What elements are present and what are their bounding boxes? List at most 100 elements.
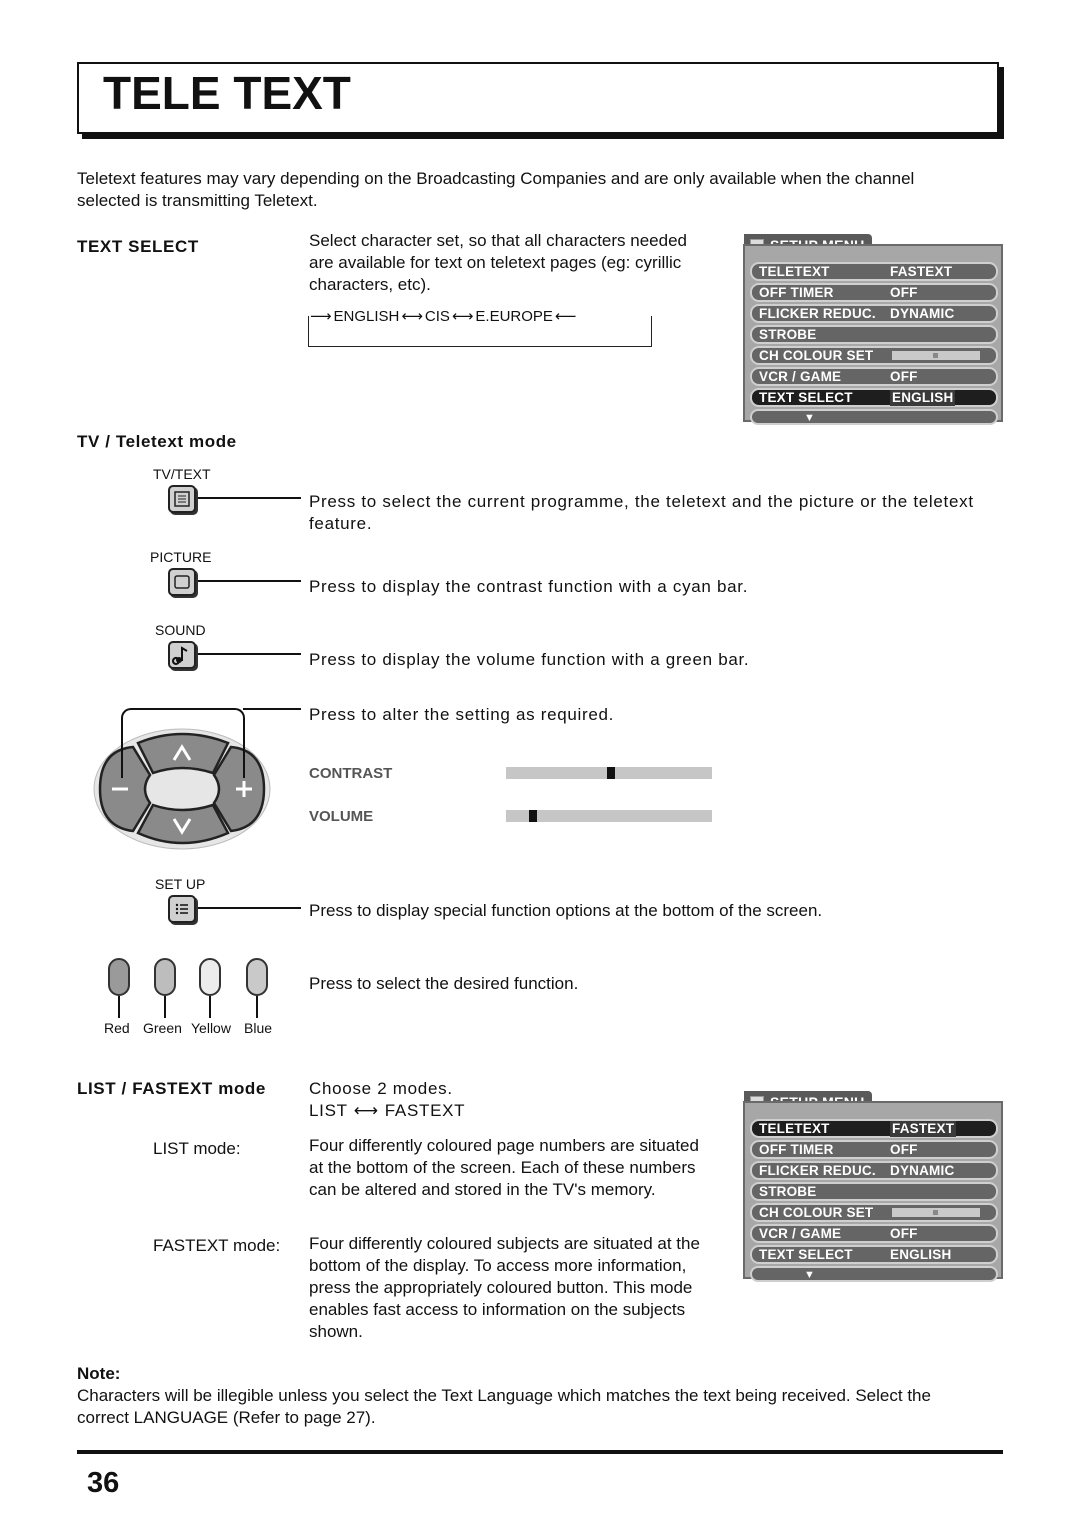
setup-label: SET UP xyxy=(155,876,206,892)
leader-line xyxy=(164,996,166,1018)
title-box xyxy=(77,62,999,134)
green-label: Green xyxy=(143,1020,182,1036)
down-arrow-icon: ▼ xyxy=(804,1269,816,1281)
menu-row[interactable]: FLICKER REDUC.DYNAMIC xyxy=(750,304,998,323)
yellow-button[interactable] xyxy=(199,958,221,996)
fastext-desc-1: Four differently coloured subjects are s… xyxy=(309,1234,700,1253)
page-number: 36 xyxy=(87,1467,120,1499)
menu-row[interactable]: CH COLOUR SET xyxy=(750,1203,998,1222)
leader-line xyxy=(256,996,258,1018)
flow-cis: CIS xyxy=(424,307,450,325)
choose-text: Choose 2 modes. xyxy=(309,1079,453,1098)
language-flow: ⟶ ENGLISH ⟷ CIS ⟷ E.EUROPE ⟵ xyxy=(308,307,652,325)
leader-line xyxy=(198,497,301,499)
text-select-heading: TEXT SELECT xyxy=(77,237,199,256)
tvtext-desc-1: Press to select the current programme, t… xyxy=(309,492,974,511)
red-button[interactable] xyxy=(108,958,130,996)
red-label: Red xyxy=(104,1020,130,1036)
contrast-label: CONTRAST xyxy=(309,765,393,782)
arrow-both-icon: ⟷ xyxy=(353,1101,379,1121)
list-mode-label: LIST mode: xyxy=(153,1139,241,1158)
picture-button-icon[interactable] xyxy=(168,568,196,596)
setup-desc: Press to display special function option… xyxy=(309,901,823,920)
flow-list: LIST xyxy=(309,1101,348,1120)
flow-english: ENGLISH xyxy=(333,307,400,325)
colour-bar xyxy=(892,1208,980,1217)
tvtext-label: TV/TEXT xyxy=(153,466,211,482)
menu-row[interactable]: STROBE xyxy=(750,1182,998,1201)
volume-label: VOLUME xyxy=(309,808,374,825)
picture-label: PICTURE xyxy=(150,549,212,565)
footer-rule xyxy=(77,1450,1003,1454)
arrow-left-icon: ⟵ xyxy=(554,307,577,325)
colour-bar xyxy=(892,351,980,360)
tvtext-desc-2: feature. xyxy=(309,514,373,533)
blue-button[interactable] xyxy=(246,958,268,996)
sound-desc: Press to display the volume function wit… xyxy=(309,650,750,669)
list-flow: LIST ⟷ FASTEXT xyxy=(309,1100,465,1122)
menu-row[interactable]: STROBE xyxy=(750,325,998,344)
contrast-bar xyxy=(506,767,712,779)
adjust-desc: Press to alter the setting as required. xyxy=(309,705,615,724)
direction-pad[interactable] xyxy=(88,705,278,855)
sound-button-icon[interactable] xyxy=(168,641,196,669)
picture-desc: Press to display the contrast function w… xyxy=(309,577,749,596)
leader-line xyxy=(198,580,301,582)
fastext-desc-5: shown. xyxy=(309,1322,363,1341)
arrow-right-icon: ⟶ xyxy=(310,307,332,325)
text-select-desc-3: characters, etc). xyxy=(309,275,431,294)
list-desc-1: Four differently coloured page numbers a… xyxy=(309,1136,699,1155)
tvtext-button-icon[interactable] xyxy=(168,485,196,513)
tv-mode-heading: TV / Teletext mode xyxy=(77,432,237,451)
green-button[interactable] xyxy=(154,958,176,996)
fastext-mode-label: FASTEXT mode: xyxy=(153,1236,281,1255)
text-select-desc-2: are available for text on teletext pages… xyxy=(309,253,682,272)
note-line-1: Characters will be illegible unless you … xyxy=(77,1386,931,1405)
leader-line xyxy=(209,996,211,1018)
leader-line xyxy=(198,653,301,655)
leader-line xyxy=(198,907,301,909)
language-flow-box xyxy=(308,316,652,347)
menu-row[interactable]: FLICKER REDUC.DYNAMIC xyxy=(750,1161,998,1180)
list-desc-2: at the bottom of the screen. Each of the… xyxy=(309,1158,696,1177)
intro-line-2: selected is transmitting Teletext. xyxy=(77,191,318,210)
fastext-desc-4: enables fast access to information on th… xyxy=(309,1300,686,1319)
menu-more[interactable]: ▼ xyxy=(750,409,998,425)
contrast-marker xyxy=(607,767,615,779)
page-title: TELE TEXT xyxy=(103,67,351,119)
flow-fastext: FASTEXT xyxy=(384,1101,466,1120)
fastext-desc-3: press the appropriately coloured button.… xyxy=(309,1278,693,1297)
note-heading: Note: xyxy=(77,1364,121,1383)
leader-line xyxy=(243,708,301,710)
note-line-2: correct LANGUAGE (Refer to page 27). xyxy=(77,1408,376,1427)
leader-line xyxy=(118,996,120,1018)
menu-more[interactable]: ▼ xyxy=(750,1266,998,1282)
intro-line-1: Teletext features may vary depending on … xyxy=(77,169,915,188)
sound-label: SOUND xyxy=(155,622,206,638)
fastext-desc-2: bottom of the display. To access more in… xyxy=(309,1256,687,1275)
arrow-both-icon: ⟷ xyxy=(401,307,423,325)
pad-leader xyxy=(121,708,245,778)
setup-button-icon[interactable] xyxy=(168,895,196,923)
list-desc-3: can be altered and stored in the TV's me… xyxy=(309,1180,656,1199)
yellow-label: Yellow xyxy=(191,1020,231,1036)
volume-marker xyxy=(529,810,537,822)
flow-eeurope: E.EUROPE xyxy=(475,307,553,325)
list-mode-heading: LIST / FASTEXT mode xyxy=(77,1079,266,1098)
color-desc: Press to select the desired function. xyxy=(309,974,579,993)
menu-row[interactable]: CH COLOUR SET xyxy=(750,346,998,365)
volume-bar xyxy=(506,810,712,822)
down-arrow-icon: ▼ xyxy=(804,412,816,424)
text-select-desc-1: Select character set, so that all charac… xyxy=(309,231,687,250)
blue-label: Blue xyxy=(244,1020,273,1036)
